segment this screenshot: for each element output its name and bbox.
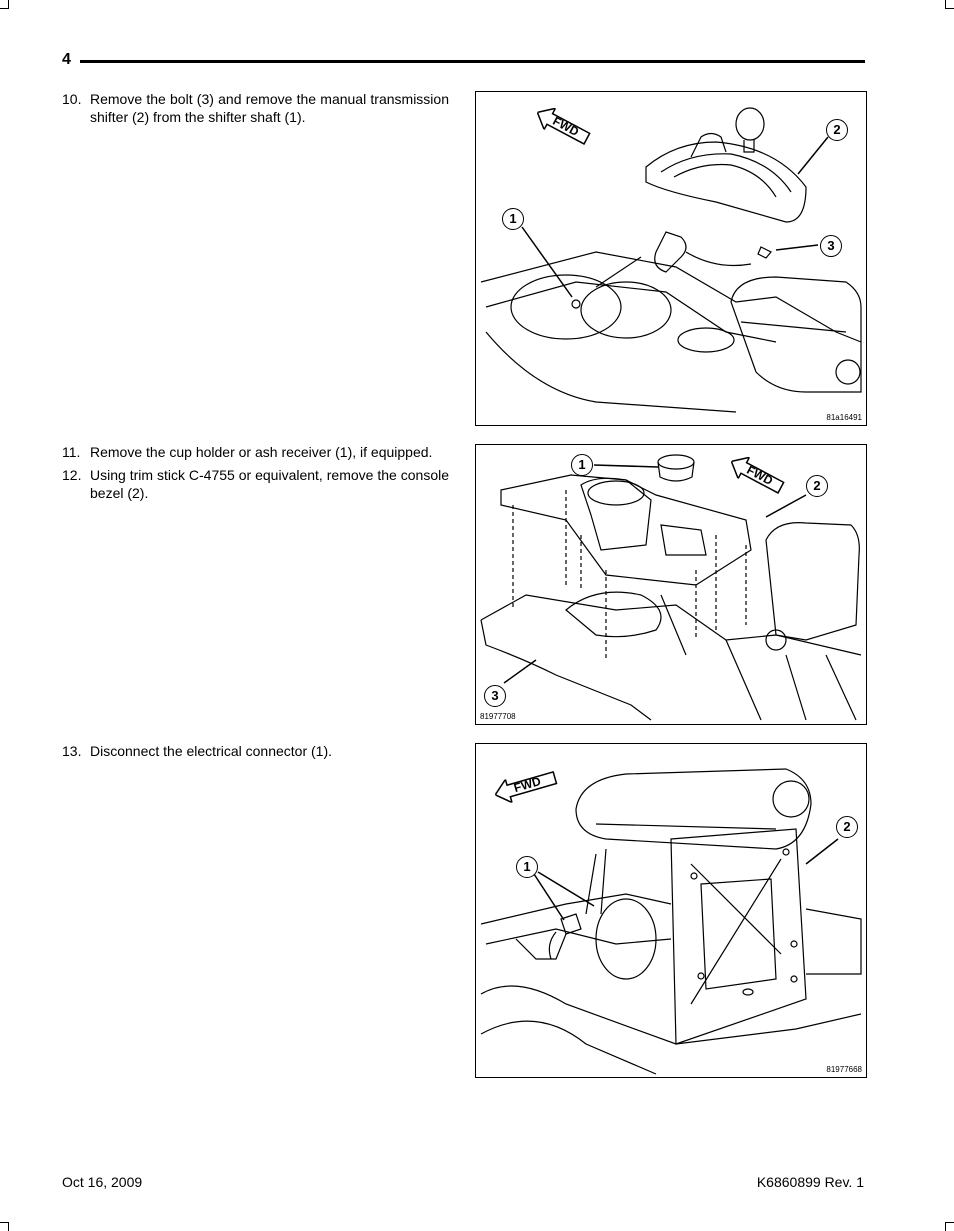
step-list-13: 13. Disconnect the electrical connector … xyxy=(62,742,449,765)
connector-illustration xyxy=(480,768,862,1075)
callout-2: 2 xyxy=(806,475,828,497)
crop-mark-top-right xyxy=(945,0,954,9)
header-rule xyxy=(80,60,865,63)
fwd-arrow-icon: FWD xyxy=(532,102,594,150)
figure-id: 81a16491 xyxy=(826,413,862,422)
figure-id: 81977708 xyxy=(480,712,516,721)
step-text: Remove the cup holder or ash receiver (1… xyxy=(90,444,433,460)
crop-mark-bottom-left xyxy=(0,1222,9,1231)
figure-connector-disconnect: FWD 1 2 81977668 xyxy=(475,743,867,1078)
callout-2: 2 xyxy=(836,816,858,838)
step-list-11-12: 11. Remove the cup holder or ash receive… xyxy=(62,443,449,507)
step-number: 11. xyxy=(62,444,81,460)
step-12: 12. Using trim stick C-4755 or equivalen… xyxy=(62,466,449,502)
step-11: 11. Remove the cup holder or ash receive… xyxy=(62,443,449,461)
callout-2: 2 xyxy=(826,119,848,141)
step-13: 13. Disconnect the electrical connector … xyxy=(62,742,449,760)
step-text: Remove the bolt (3) and remove the manua… xyxy=(90,91,449,125)
footer-date: Oct 16, 2009 xyxy=(62,1174,143,1190)
step-text: Using trim stick C-4755 or equivalent, r… xyxy=(90,467,449,501)
step-list-10: 10. Remove the bolt (3) and remove the m… xyxy=(62,90,449,131)
bezel-illustration xyxy=(480,454,862,721)
callout-3: 3 xyxy=(820,235,842,257)
callout-1: 1 xyxy=(571,454,593,476)
step-number: 10. xyxy=(62,91,82,107)
figure-id: 81977668 xyxy=(826,1065,862,1074)
step-number: 13. xyxy=(62,743,82,759)
step-number: 12. xyxy=(62,467,82,483)
callout-3: 3 xyxy=(484,685,506,707)
crop-mark-top-left xyxy=(0,0,9,9)
figure-bezel-removal: FWD 1 2 3 81977708 xyxy=(475,444,867,725)
page-number: 4 xyxy=(62,51,71,68)
figure-shifter-removal: FWD 1 2 3 81a16491 xyxy=(475,91,867,426)
fwd-arrow-icon: FWD xyxy=(726,451,788,499)
shifter-illustration xyxy=(480,107,862,413)
step-10: 10. Remove the bolt (3) and remove the m… xyxy=(62,90,449,126)
callout-1: 1 xyxy=(516,856,538,878)
callout-1: 1 xyxy=(502,208,524,230)
footer-doc-revision: K6860899 Rev. 1 xyxy=(756,1174,864,1190)
fwd-arrow-icon: FWD xyxy=(492,766,560,807)
step-text: Disconnect the electrical connector (1). xyxy=(90,743,332,759)
crop-mark-bottom-right xyxy=(945,1222,954,1231)
